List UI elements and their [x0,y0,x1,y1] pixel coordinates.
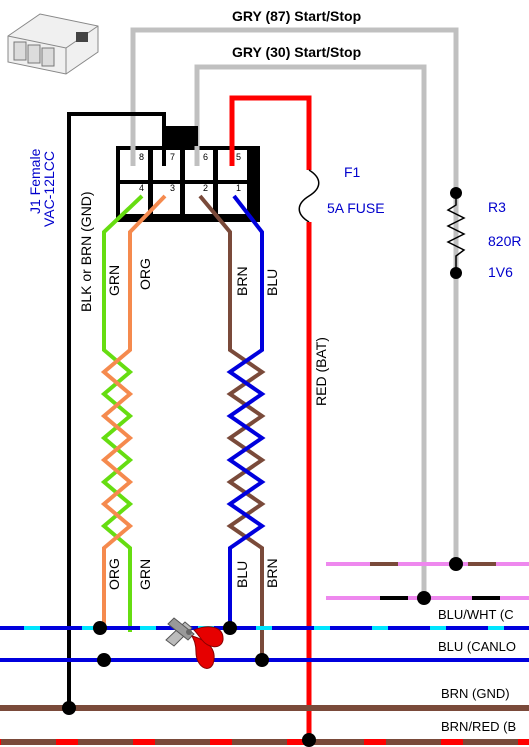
pin-3: 3 [170,183,175,193]
org-label-bottom: ORG [106,558,122,590]
resistor-rating: 1V6 [488,264,513,280]
bus-blu-wht-label: BLU/WHT (C [438,607,514,622]
pin-5: 5 [236,152,241,162]
junction-org-canh [93,621,107,635]
red-bat-label: RED (BAT) [313,337,329,406]
grn-label-bottom: GRN [137,559,153,590]
gnd-label: BLK or BRN (GND) [78,191,94,312]
pin-6: 6 [203,152,208,162]
connector-block: 8 7 6 5 4 3 2 1 [116,126,260,222]
junction-brn-canl [255,653,269,667]
bus-brn-gnd-label: BRN (GND) [441,686,510,701]
fuse-rating: 5A FUSE [327,200,385,216]
gry-30-label: GRY (30) Start/Stop [232,44,361,60]
wire-gry-87 [130,27,459,564]
connector-illustration [7,13,99,75]
resistor-symbol [446,197,466,272]
resistor-name: R3 [488,199,506,215]
pin-1: 1 [236,183,241,193]
bus-blu-canl-label: BLU (CANLO [438,639,516,654]
resistor-node-top [450,187,462,199]
gry-87-label: GRY (87) Start/Stop [232,8,361,24]
grn-label-top: GRN [106,265,122,296]
junction-blu-canh [223,621,237,635]
wire-org [100,194,167,632]
resistor-value: 820R [488,233,521,249]
pin-7: 7 [170,152,175,162]
wire-cutter-icon [165,617,224,669]
junction-gry-87 [449,557,463,571]
wire-gry-30 [194,64,427,598]
fuse-symbol [298,169,320,223]
pin-4: 4 [139,183,144,193]
blu-label-top: BLU [264,269,280,296]
org-label-top: ORG [137,258,153,290]
pin-8: 8 [139,152,144,162]
junction-red-bat [302,733,316,747]
junction-gry-30 [417,591,431,605]
connector-title-2: VAC-12LCC [41,151,57,227]
brn-label-top: BRN [234,266,250,296]
wire-red-bat [229,95,312,170]
junction-grn-canl [97,653,111,667]
wire-brn [198,194,266,660]
junction-gnd [62,701,76,715]
connector-title-1: J1 Female [27,148,43,214]
bus-brn-red-label: BRN/RED (B [441,719,516,734]
wire-blu [226,194,266,628]
pin-2: 2 [203,183,208,193]
resistor-node-bottom [450,267,462,279]
blu-label-bottom: BLU [234,561,250,588]
brn-label-bottom: BRN [264,558,280,588]
fuse-name: F1 [344,164,361,180]
wire-grn [100,194,144,632]
